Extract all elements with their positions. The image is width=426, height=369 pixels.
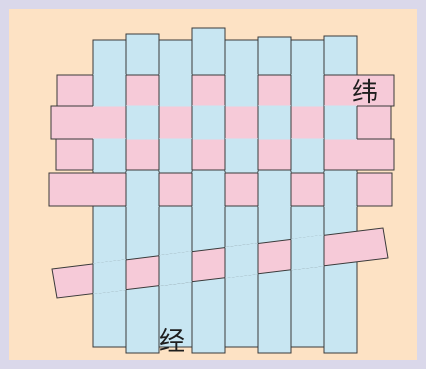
warp-crossing: [225, 75, 258, 107]
warp-crossing: [291, 75, 324, 107]
warp-crossing: [225, 139, 258, 171]
warp-crossing: [126, 106, 159, 140]
warp-crossing: [93, 259, 126, 294]
warp-crossing: [126, 173, 159, 207]
warp-crossing: [192, 173, 225, 207]
warp-crossing: [159, 139, 192, 171]
warp-crossing: [93, 139, 126, 171]
warp-label: 经: [159, 329, 185, 355]
warp-crossing: [192, 106, 225, 140]
warp-crossing: [225, 243, 258, 278]
warp-crossing: [258, 106, 291, 140]
warp-crossing: [291, 235, 324, 270]
warp-crossing: [291, 139, 324, 171]
warp-crossing: [258, 173, 291, 207]
warp-crossing: [324, 106, 357, 140]
warp-crossing: [324, 173, 357, 207]
warp-crossing: [159, 251, 192, 286]
weft-label: 纬: [352, 80, 378, 106]
warp-crossing: [159, 75, 192, 107]
warp-crossing: [93, 75, 126, 107]
